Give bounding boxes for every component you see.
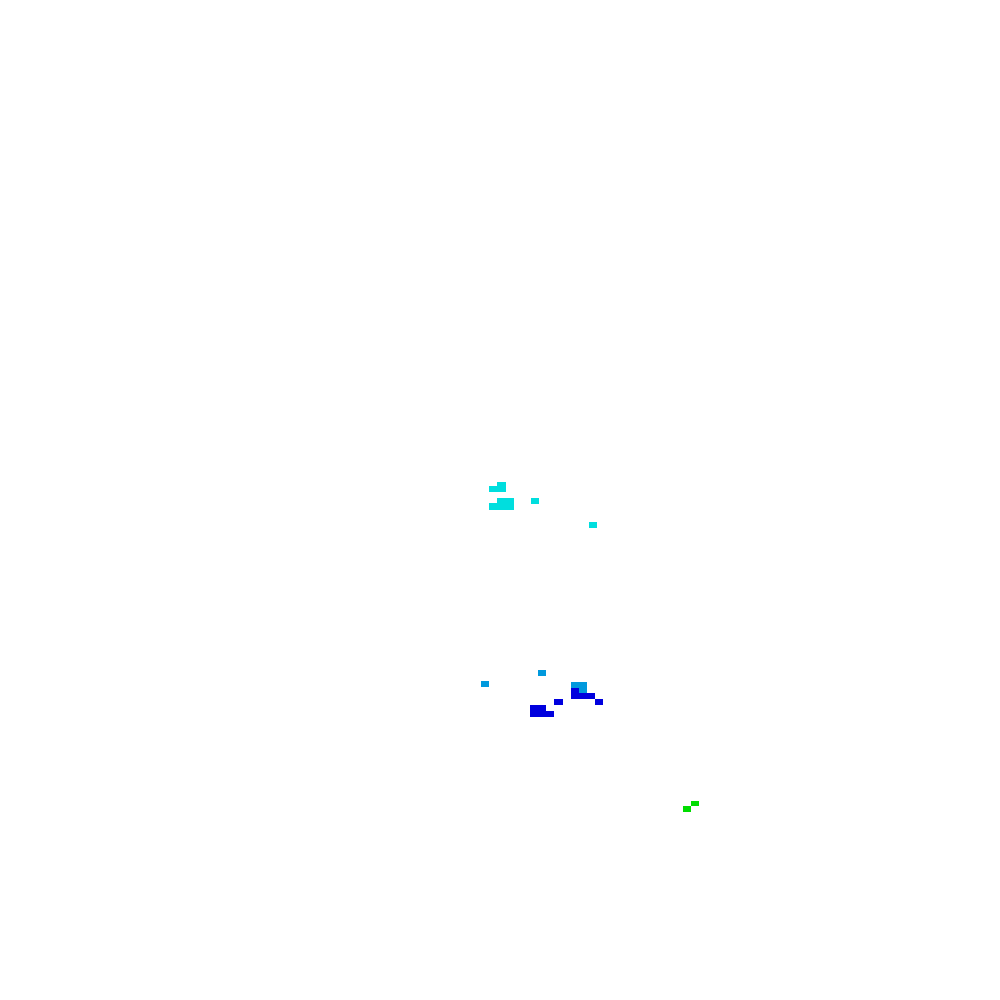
cyan-pixel: [497, 498, 514, 504]
blue-pixel: [571, 688, 579, 694]
blue-pixel: [530, 711, 554, 717]
light-blue-pixel: [538, 670, 546, 676]
green-pixel: [683, 806, 691, 812]
cyan-pixel: [489, 503, 514, 510]
cyan-pixel: [589, 522, 597, 528]
blue-pixel: [571, 693, 595, 699]
green-pixel: [691, 801, 699, 806]
cyan-pixel: [531, 498, 539, 504]
light-blue-pixel: [579, 688, 587, 693]
blue-pixel: [595, 699, 603, 705]
cyan-pixel: [497, 482, 506, 487]
blue-pixel: [530, 705, 546, 711]
blue-pixel: [554, 699, 563, 705]
cyan-pixel: [489, 486, 506, 492]
light-blue-pixel: [481, 681, 489, 687]
light-blue-pixel: [571, 682, 587, 689]
